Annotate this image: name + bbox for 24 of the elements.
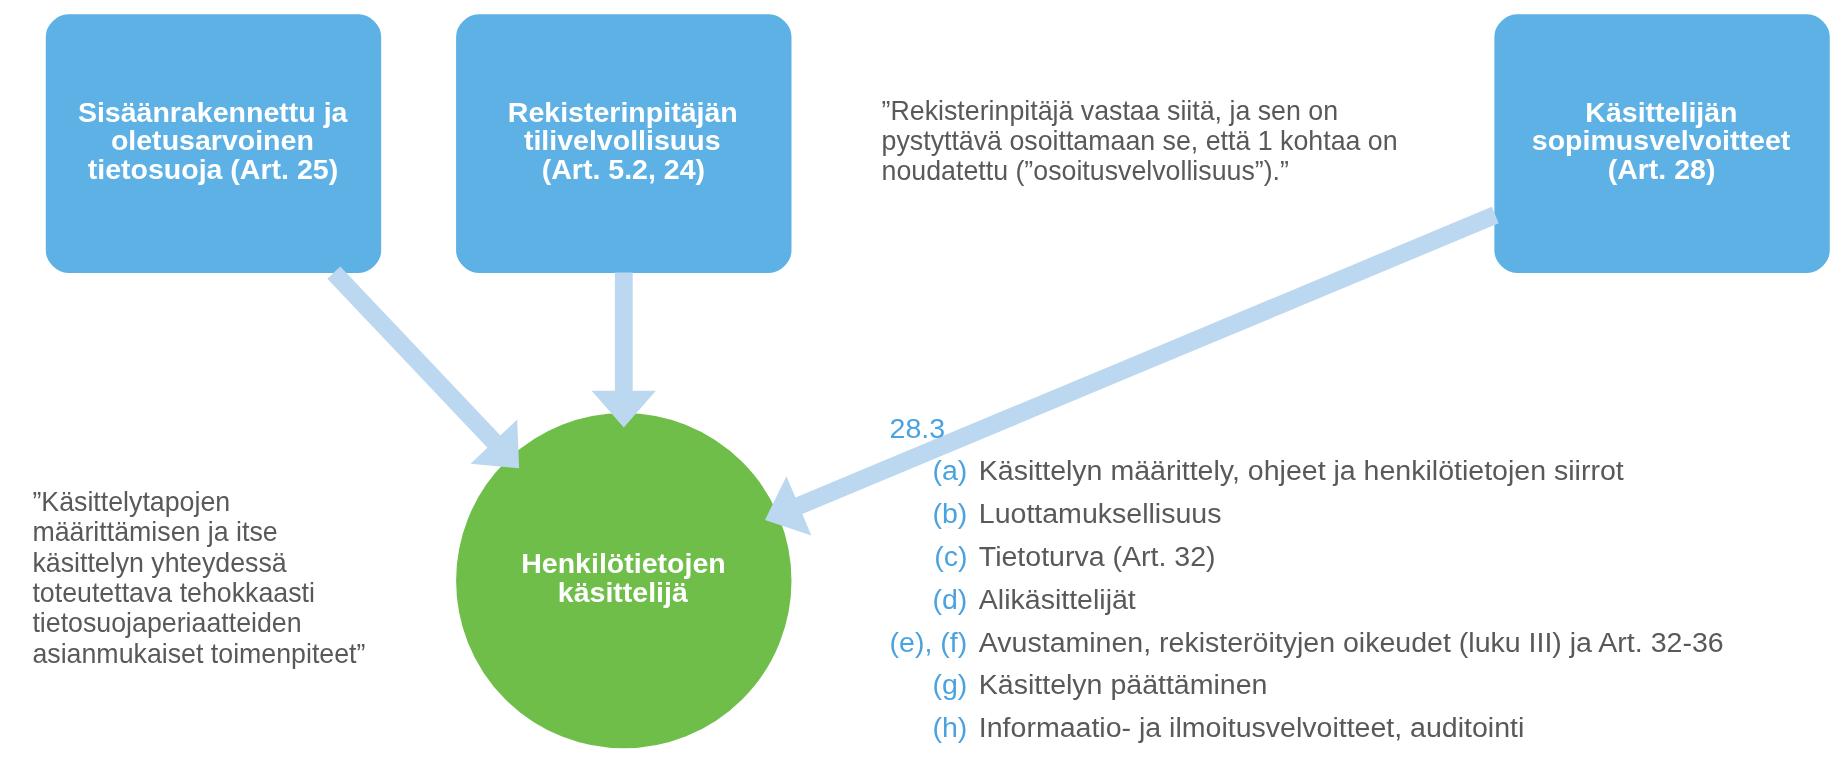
label: (d) (932, 582, 968, 615)
arrow (765, 206, 1499, 536)
node-label: ”Käsittelytapojen määrittämisen ja itse käsittelyn yhteydessä toteutettava tehokkaasti tietosuojaperiaatteiden asianmukaiset toimenpiteet” (32, 487, 366, 669)
label: Luottamuksellisuus (978, 497, 1222, 530)
label: (e), (f) (889, 625, 968, 658)
node-box: Käsittelijän sopimusvelvoitteet (Art. 28) (1494, 14, 1830, 273)
label: Alikäsittelijät (978, 582, 1136, 615)
node-box: Sisäänrakennettu ja oletusarvoinen tietosuoja (Art. 25) (45, 14, 382, 273)
label: Informaatio- ja ilmoitusvelvoitteet, auditointi (978, 711, 1525, 744)
arrow (591, 272, 656, 428)
label: Käsittelyn päättäminen (978, 668, 1268, 701)
label: Tietoturva (Art. 32) (978, 540, 1216, 573)
label: (h) (932, 711, 968, 744)
node-label: ”Rekisterinpitäjä vastaa siitä, ja sen on pystyttävä osoittamaan se, että 1 kohtaa on noudatettu (”osoitusvelvollisuus”).” (881, 95, 1398, 187)
label: (a) (932, 454, 968, 487)
label: (c) (934, 540, 968, 573)
label: Käsittelyn määrittely, ohjeet ja henkilötietojen siirrot (978, 454, 1624, 487)
label: (b) (932, 497, 968, 530)
node-box: Rekisterinpitäjän tilivelvollisuus (Art. 5.2, 24) (456, 14, 792, 273)
arrow (327, 266, 520, 469)
label: Avustaminen, rekisteröityjen oikeudet (luku III) ja Art. 32-36 (978, 625, 1724, 658)
label: 28.3 (889, 411, 946, 444)
node-circle: Henkilötietojen käsittelijä (456, 413, 792, 749)
label: (g) (932, 668, 968, 701)
